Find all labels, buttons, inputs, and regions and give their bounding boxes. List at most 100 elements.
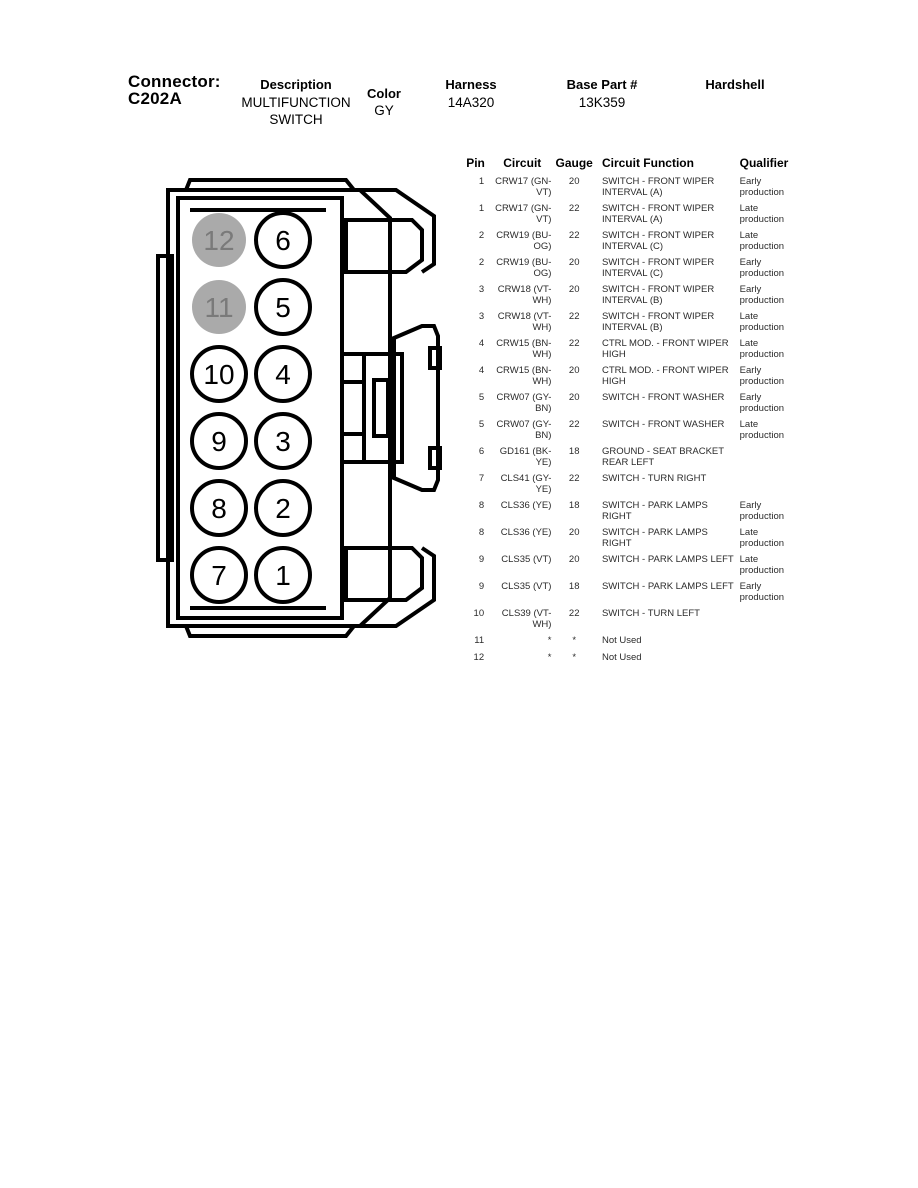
cell-pin: 1: [478, 176, 485, 187]
pin-circle-4: [254, 345, 312, 403]
pin-circle-12: [192, 213, 246, 267]
cell-circuit: CRW17 (GN-VT): [495, 176, 552, 198]
pin-number-12: 12: [203, 225, 234, 256]
connector-id-value: C202A: [128, 89, 182, 108]
cell-function: CTRL MOD. - FRONT WIPER HIGH: [601, 365, 729, 387]
cell-circuit: CRW19 (BU-OG): [496, 230, 552, 252]
cell-function: GROUND - SEAT BRACKET REAR LEFT: [601, 446, 724, 468]
cell-pin: 6: [478, 446, 485, 457]
cell-qualifier: Late production: [739, 311, 785, 333]
cell-gauge: 18: [568, 581, 580, 592]
table-row: 11**Not Used: [462, 633, 802, 650]
pin-number-11: 11: [204, 292, 233, 323]
pin-number-1: 1: [275, 560, 291, 591]
pin-number-9: 9: [211, 426, 227, 457]
cell-function: SWITCH - PARK LAMPS RIGHT: [601, 527, 708, 549]
cell-circuit: GD161 (BK-YE): [499, 446, 552, 468]
cell-gauge: 20: [568, 284, 580, 295]
pin-number-3: 3: [275, 426, 291, 457]
cell-gauge: 22: [568, 338, 580, 349]
cell-qualifier: Early production: [739, 176, 785, 198]
cell-pin: 12: [473, 651, 485, 663]
cell-circuit: CLS36 (YE): [500, 527, 552, 538]
column-header-circuit: Circuit: [503, 156, 542, 170]
cell-gauge: 20: [568, 257, 580, 268]
cell-function: Not Used: [601, 635, 642, 646]
column-header-pin: Pin: [466, 156, 485, 170]
pin-circle-5: [254, 278, 312, 336]
pin-circle-11: [192, 280, 246, 334]
cell-circuit: *: [547, 651, 552, 663]
cell-qualifier: [735, 471, 802, 498]
cell-qualifier: Early production: [739, 257, 785, 279]
pin-number-8: 8: [211, 493, 227, 524]
description-label: Description: [260, 77, 332, 92]
cell-gauge: 18: [568, 446, 580, 457]
cell-circuit: CLS36 (YE): [500, 500, 552, 511]
cell-circuit: CLS39 (VT-WH): [501, 608, 552, 630]
cell-pin: 5: [478, 419, 485, 430]
cell-qualifier: Late production: [739, 203, 785, 225]
cell-qualifier: [735, 444, 802, 471]
cell-qualifier: [735, 650, 802, 667]
base-part-value: 13K359: [578, 95, 626, 110]
connector-upper-right-wing: [344, 218, 424, 274]
pin-circle-1: [254, 546, 312, 604]
cell-qualifier: Early production: [739, 392, 785, 414]
connector-lock-slot: [372, 378, 390, 438]
cell-gauge: 22: [568, 230, 580, 241]
harness-value: 14A320: [447, 95, 495, 110]
pin-circle-8: [190, 479, 248, 537]
description-block: Description MULTIFUNCTION SWITCH: [232, 77, 360, 128]
pin-number-6: 6: [275, 225, 291, 256]
cell-pin: 7: [478, 473, 485, 484]
cell-pin: 2: [478, 257, 485, 268]
connector-lock-inner-tab: [362, 352, 404, 464]
cell-pin: 9: [478, 581, 485, 592]
cell-circuit: CLS35 (VT): [501, 581, 552, 592]
base-part-block: Base Part # 13K359: [540, 77, 664, 111]
cell-qualifier: Late production: [739, 527, 785, 549]
connector-upper-right-arm: [356, 188, 436, 274]
cell-function: CTRL MOD. - FRONT WIPER HIGH: [601, 338, 729, 360]
cell-function: SWITCH - FRONT WIPER INTERVAL (C): [601, 257, 715, 279]
table-row: 6 GD161 (BK-YE) 18 GROUND - SEAT BRACKET RE…: [462, 444, 802, 471]
pin-table-header: Pin Circuit Gauge Circuit Function Quali…: [462, 156, 802, 174]
base-part-label: Base Part #: [566, 77, 638, 92]
cell-gauge: 18: [568, 500, 580, 511]
harness-label: Harness: [445, 77, 497, 92]
cell-function: SWITCH - TURN RIGHT: [601, 473, 707, 484]
connector-top-cap: [183, 178, 359, 192]
cell-pin: 2: [478, 230, 485, 241]
cell-circuit: CRW15 (BN-WH): [496, 338, 552, 360]
cell-circuit: CRW17 (GN-VT): [495, 203, 552, 225]
hardshell-block: Hardshell: [682, 77, 788, 92]
cell-gauge: 22: [568, 419, 580, 430]
cell-function: SWITCH - FRONT WASHER: [601, 419, 725, 430]
cell-qualifier: Late production: [739, 554, 785, 576]
connector-catch-notch-top: [428, 346, 442, 370]
pin-number-10: 10: [203, 359, 234, 390]
cell-function: SWITCH - FRONT WIPER INTERVAL (C): [601, 230, 715, 252]
cell-pin: 5: [478, 392, 485, 403]
cell-gauge: 20: [568, 554, 580, 565]
connector-main-body: [176, 196, 344, 620]
cell-gauge: 20: [568, 176, 580, 187]
cell-circuit: *: [547, 635, 552, 646]
cell-gauge: 22: [568, 203, 580, 214]
pin-circle-10: [190, 345, 248, 403]
cell-pin: 10: [473, 608, 485, 619]
connector-lower-right-arm: [356, 546, 436, 628]
cell-gauge: 22: [568, 311, 580, 322]
